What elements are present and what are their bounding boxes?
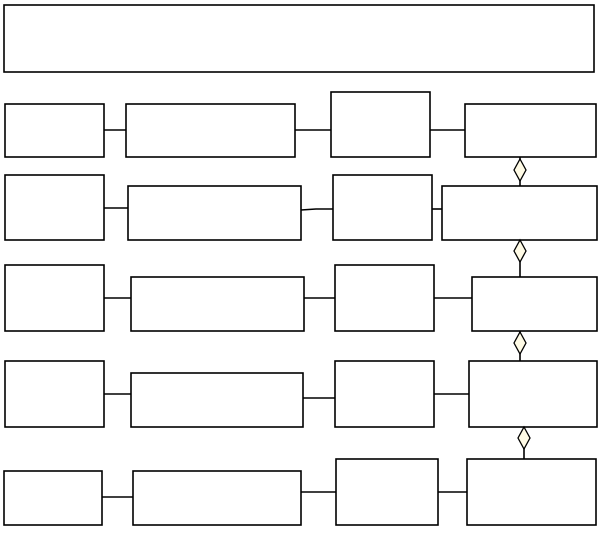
row-2-box-3	[332, 174, 433, 241]
aggregation-link-2-3	[513, 238, 527, 277]
row-4	[4, 360, 598, 428]
row-1	[4, 91, 597, 158]
row-1-box-4	[464, 103, 597, 158]
row-3-box-3	[334, 264, 435, 332]
row-5-box-1	[3, 470, 103, 526]
aggregation-link-4-5	[517, 425, 531, 459]
row-2	[4, 174, 598, 241]
row-4-box-2	[130, 372, 304, 428]
row-5	[3, 458, 597, 526]
row-5-box-2	[132, 470, 302, 526]
aggregation-link-3-4	[513, 330, 527, 361]
row-3-box-4	[471, 276, 598, 332]
aggregation-diamond	[513, 238, 527, 264]
row-5-box-4	[466, 458, 597, 526]
row-4-box-3	[334, 360, 435, 428]
row-3-box-2	[130, 276, 305, 332]
aggregation-link-1-2	[513, 157, 527, 186]
aggregation-diamond	[517, 425, 531, 451]
row-4-box-4	[468, 360, 598, 428]
aggregation-diamond	[513, 330, 527, 356]
row-1-box-3	[330, 91, 431, 158]
row-2-box-4	[441, 185, 598, 241]
row-2-box-1	[4, 174, 105, 241]
row-4-box-1	[4, 360, 105, 428]
row-3	[4, 264, 598, 332]
row-5-box-3	[335, 458, 439, 526]
row-1-box-1	[4, 103, 105, 158]
aggregation-diamond	[513, 157, 527, 183]
title-box	[3, 4, 595, 73]
row-2-link-2-3	[300, 208, 333, 211]
row-3-box-1	[4, 264, 105, 332]
row-1-box-2	[125, 103, 296, 158]
row-2-box-2	[127, 185, 302, 241]
